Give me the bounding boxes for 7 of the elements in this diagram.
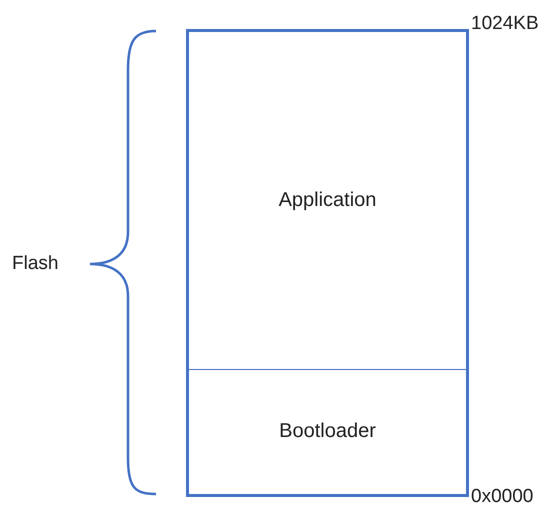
memory-region-box: [186, 29, 469, 370]
address-label: 0x0000: [471, 486, 534, 508]
region-label: Bootloader: [279, 420, 376, 442]
address-label: 1024KB: [471, 13, 539, 35]
memory-region-box: [186, 368, 469, 497]
region-label: Application: [278, 189, 376, 212]
section-label: Flash: [12, 253, 58, 275]
